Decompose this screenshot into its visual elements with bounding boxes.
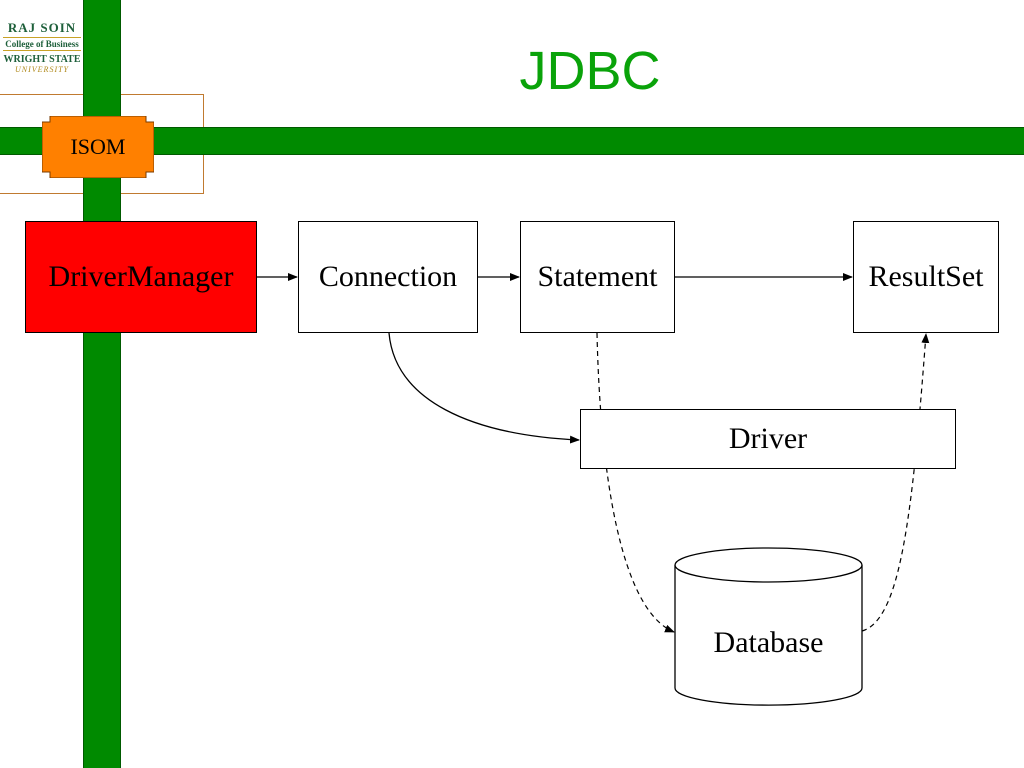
dashed-arrow-statement-to-database — [596, 332, 675, 633]
isom-badge-label: ISOM — [70, 134, 126, 159]
horizontal-green-bar-left — [0, 127, 45, 155]
horizontal-green-bar-right — [153, 127, 1024, 155]
slide-title: JDBC — [519, 41, 661, 101]
arrow-connection-to-driver — [388, 332, 580, 444]
node-driver: Driver — [580, 409, 956, 469]
node-driver-manager: DriverManager — [25, 221, 257, 333]
database-cylinder-shape — [674, 547, 863, 706]
dashed-arrow-database-to-resultset — [861, 333, 930, 632]
logo-line-college: College of Business — [3, 37, 81, 51]
isom-badge-shape — [42, 116, 154, 178]
logo-line-wright-state: WRIGHT STATE — [3, 54, 81, 65]
node-connection: Connection — [298, 221, 478, 333]
node-statement: Statement — [520, 221, 675, 333]
node-result-set: ResultSet — [853, 221, 999, 333]
logo-line-university: UNIVERSITY — [15, 65, 69, 74]
university-logo: RAJ SOIN College of Business WRIGHT STAT… — [0, 0, 84, 80]
logo-line-raj-soin: RAJ SOIN — [7, 20, 77, 35]
node-database-label: Database — [713, 626, 824, 659]
